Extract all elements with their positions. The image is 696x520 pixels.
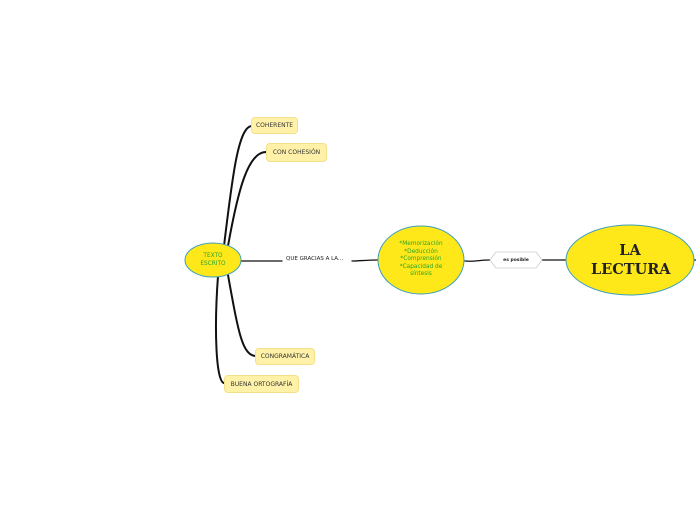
central-topic-label[interactable]: TEXTO ESCRITO <box>190 249 236 271</box>
branch-coherente-text: COHERENTE <box>255 122 294 129</box>
connector-skills-link <box>351 259 379 262</box>
branch-ortografia-text: BUENA ORTOGRAFÍA <box>230 380 293 388</box>
branch-cohesion[interactable]: CON COHESIÓN <box>266 143 327 162</box>
skills-ellipse <box>377 225 465 295</box>
branch-coherente[interactable]: COHERENTE <box>251 117 298 134</box>
main-topic-label[interactable]: LA LECTURA <box>588 236 672 284</box>
branch-gramatica-text: CONGRAMÁTICA <box>260 353 310 360</box>
connector-central-coherente <box>223 125 253 247</box>
central-topic-ellipse <box>184 242 242 278</box>
branch-gramatica[interactable]: CONGRAMÁTICA <box>255 348 315 365</box>
skills-label[interactable]: *Memorización *Deducción *Comprensión *C… <box>386 236 456 284</box>
link-label[interactable]: QUE GRACIAS A LA... <box>286 256 352 266</box>
relation-shape <box>489 251 543 269</box>
branch-ortografia[interactable]: BUENA ORTOGRAFÍA <box>224 375 299 393</box>
relation-text: es posible <box>503 257 529 263</box>
connector-central-ortografia <box>215 275 225 384</box>
skills-text: *Memorización *Deducción *Comprensión *C… <box>399 241 443 278</box>
connector-lines <box>215 125 696 384</box>
link-text: QUE GRACIAS A LA... <box>286 256 344 262</box>
relation-label[interactable]: es posible <box>494 253 538 267</box>
branch-cohesion-text: CON COHESIÓN <box>272 149 321 156</box>
central-topic-text: TEXTO ESCRITO <box>200 253 226 267</box>
connector-central-cohesion <box>227 151 267 247</box>
connector-relation-skills <box>464 259 491 262</box>
connector-central-gramatica <box>227 274 257 357</box>
main-topic-text: LA LECTURA <box>591 242 671 278</box>
main-topic-ellipse <box>565 224 695 296</box>
